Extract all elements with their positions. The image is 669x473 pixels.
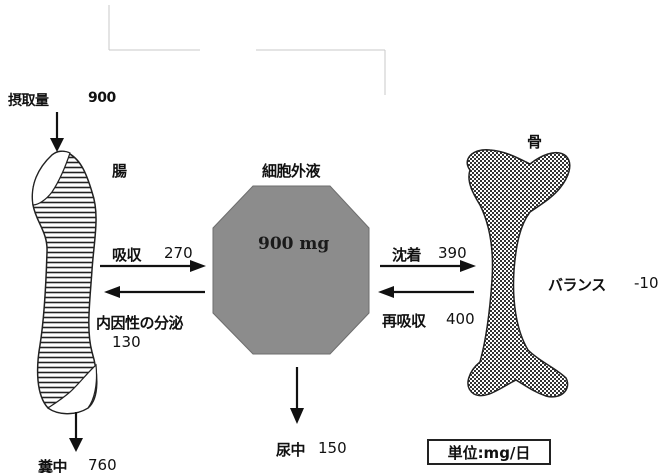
absorption-value: 270 bbox=[164, 244, 193, 262]
urine-value: 150 bbox=[318, 439, 347, 457]
secretion-arrow bbox=[104, 286, 205, 298]
balance-value: -10 bbox=[634, 274, 659, 292]
intestine-shape bbox=[31, 150, 98, 415]
bone-label: 骨 bbox=[527, 133, 542, 151]
extracellular-amount: 900 mg bbox=[258, 234, 330, 254]
feces-value: 760 bbox=[88, 456, 117, 473]
intestine-label: 腸 bbox=[112, 162, 127, 180]
feces-arrow bbox=[69, 412, 83, 452]
bone-shape bbox=[466, 149, 571, 398]
absorption-arrow bbox=[100, 260, 206, 272]
extracellular-label: 細胞外液 bbox=[262, 162, 321, 180]
deposition-label: 沈着 bbox=[392, 246, 422, 264]
balance-label: バランス bbox=[548, 276, 606, 294]
extracellular-fluid-octagon bbox=[212, 185, 370, 355]
top-faint-lines bbox=[108, 5, 386, 95]
feces-label: 糞中 bbox=[38, 458, 68, 473]
resorption-arrow bbox=[378, 286, 474, 298]
resorption-label: 再吸収 bbox=[382, 312, 426, 330]
unit-label: 単位:mg/日 bbox=[427, 439, 551, 465]
intake-value: 900 bbox=[88, 90, 116, 106]
urine-label: 尿中 bbox=[276, 441, 306, 459]
secretion-value: 130 bbox=[112, 333, 141, 351]
deposition-value: 390 bbox=[438, 244, 467, 262]
resorption-value: 400 bbox=[446, 310, 475, 328]
deposition-arrow bbox=[380, 260, 476, 272]
absorption-label: 吸収 bbox=[112, 246, 142, 264]
intake-label: 摂取量 bbox=[8, 93, 49, 109]
secretion-label: 内因性の分泌 bbox=[96, 314, 184, 332]
urine-arrow bbox=[290, 367, 304, 424]
intake-arrow bbox=[50, 112, 64, 152]
